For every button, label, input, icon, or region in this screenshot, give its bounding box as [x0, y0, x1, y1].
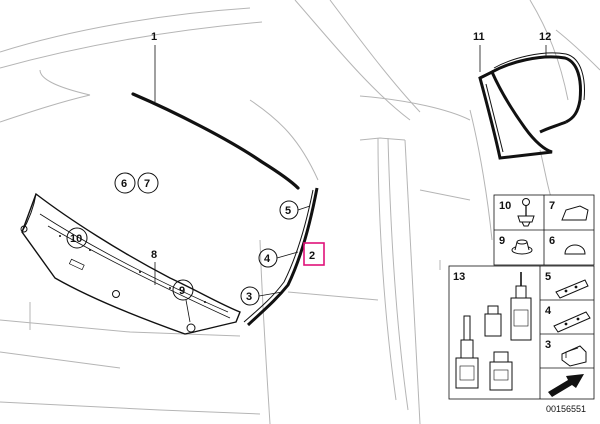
- bracket-3-icon: [561, 345, 587, 367]
- windshield-trim-strip: [131, 92, 300, 190]
- legend-label-9: 9: [499, 235, 505, 247]
- legend-label-4: 4: [545, 305, 552, 317]
- legend-small-parts: 10 7 9 6: [493, 194, 595, 266]
- callout-10: 10: [70, 233, 82, 245]
- clip-4-icon: [553, 311, 591, 333]
- legend-label-5: 5: [545, 271, 551, 283]
- reference-code: 00156551: [546, 404, 586, 414]
- legend-label-6: 6: [549, 235, 555, 247]
- tall-bottle-icon: [510, 272, 532, 341]
- applicator-bottle-icon: [455, 315, 479, 389]
- rubber-block-icon: [561, 205, 589, 221]
- callout-5: 5: [285, 205, 291, 217]
- quarter-window-seal: [491, 52, 585, 134]
- cowl-panel: [20, 192, 241, 335]
- callout-7-circle: [137, 172, 159, 194]
- callout-8: 8: [151, 249, 157, 261]
- callout-2: 2: [309, 250, 315, 262]
- clip-5-icon: [555, 279, 589, 299]
- callout-6: 6: [121, 178, 127, 190]
- legend-kit: 13 5 4 3: [448, 265, 595, 400]
- legend-label-7: 7: [549, 200, 555, 212]
- a-pillar-rail: [246, 187, 319, 327]
- callout-9: 9: [179, 285, 185, 297]
- callout-1: 1: [151, 31, 157, 43]
- legend-label-13: 13: [453, 271, 465, 283]
- small-bottle-icon: [484, 305, 502, 337]
- callout-9-circle: [172, 279, 194, 301]
- highlight-box: [303, 242, 325, 266]
- grommet-icon: [511, 239, 533, 255]
- callout-7: 7: [144, 178, 150, 190]
- quarter-glass: [478, 69, 553, 160]
- callout-10-circle: [66, 227, 88, 249]
- arrow-icon: [548, 374, 584, 397]
- short-bottle-icon: [489, 351, 513, 391]
- dome-cap-icon: [564, 244, 586, 255]
- callout-12: 12: [539, 31, 551, 43]
- legend-label-10: 10: [499, 200, 511, 212]
- callout-3: 3: [246, 291, 252, 303]
- callout-6-circle: [114, 172, 136, 194]
- legend-label-3: 3: [545, 339, 551, 351]
- callout-4: 4: [264, 253, 271, 265]
- callout-11: 11: [473, 31, 485, 43]
- screw-clip-icon: [517, 198, 535, 227]
